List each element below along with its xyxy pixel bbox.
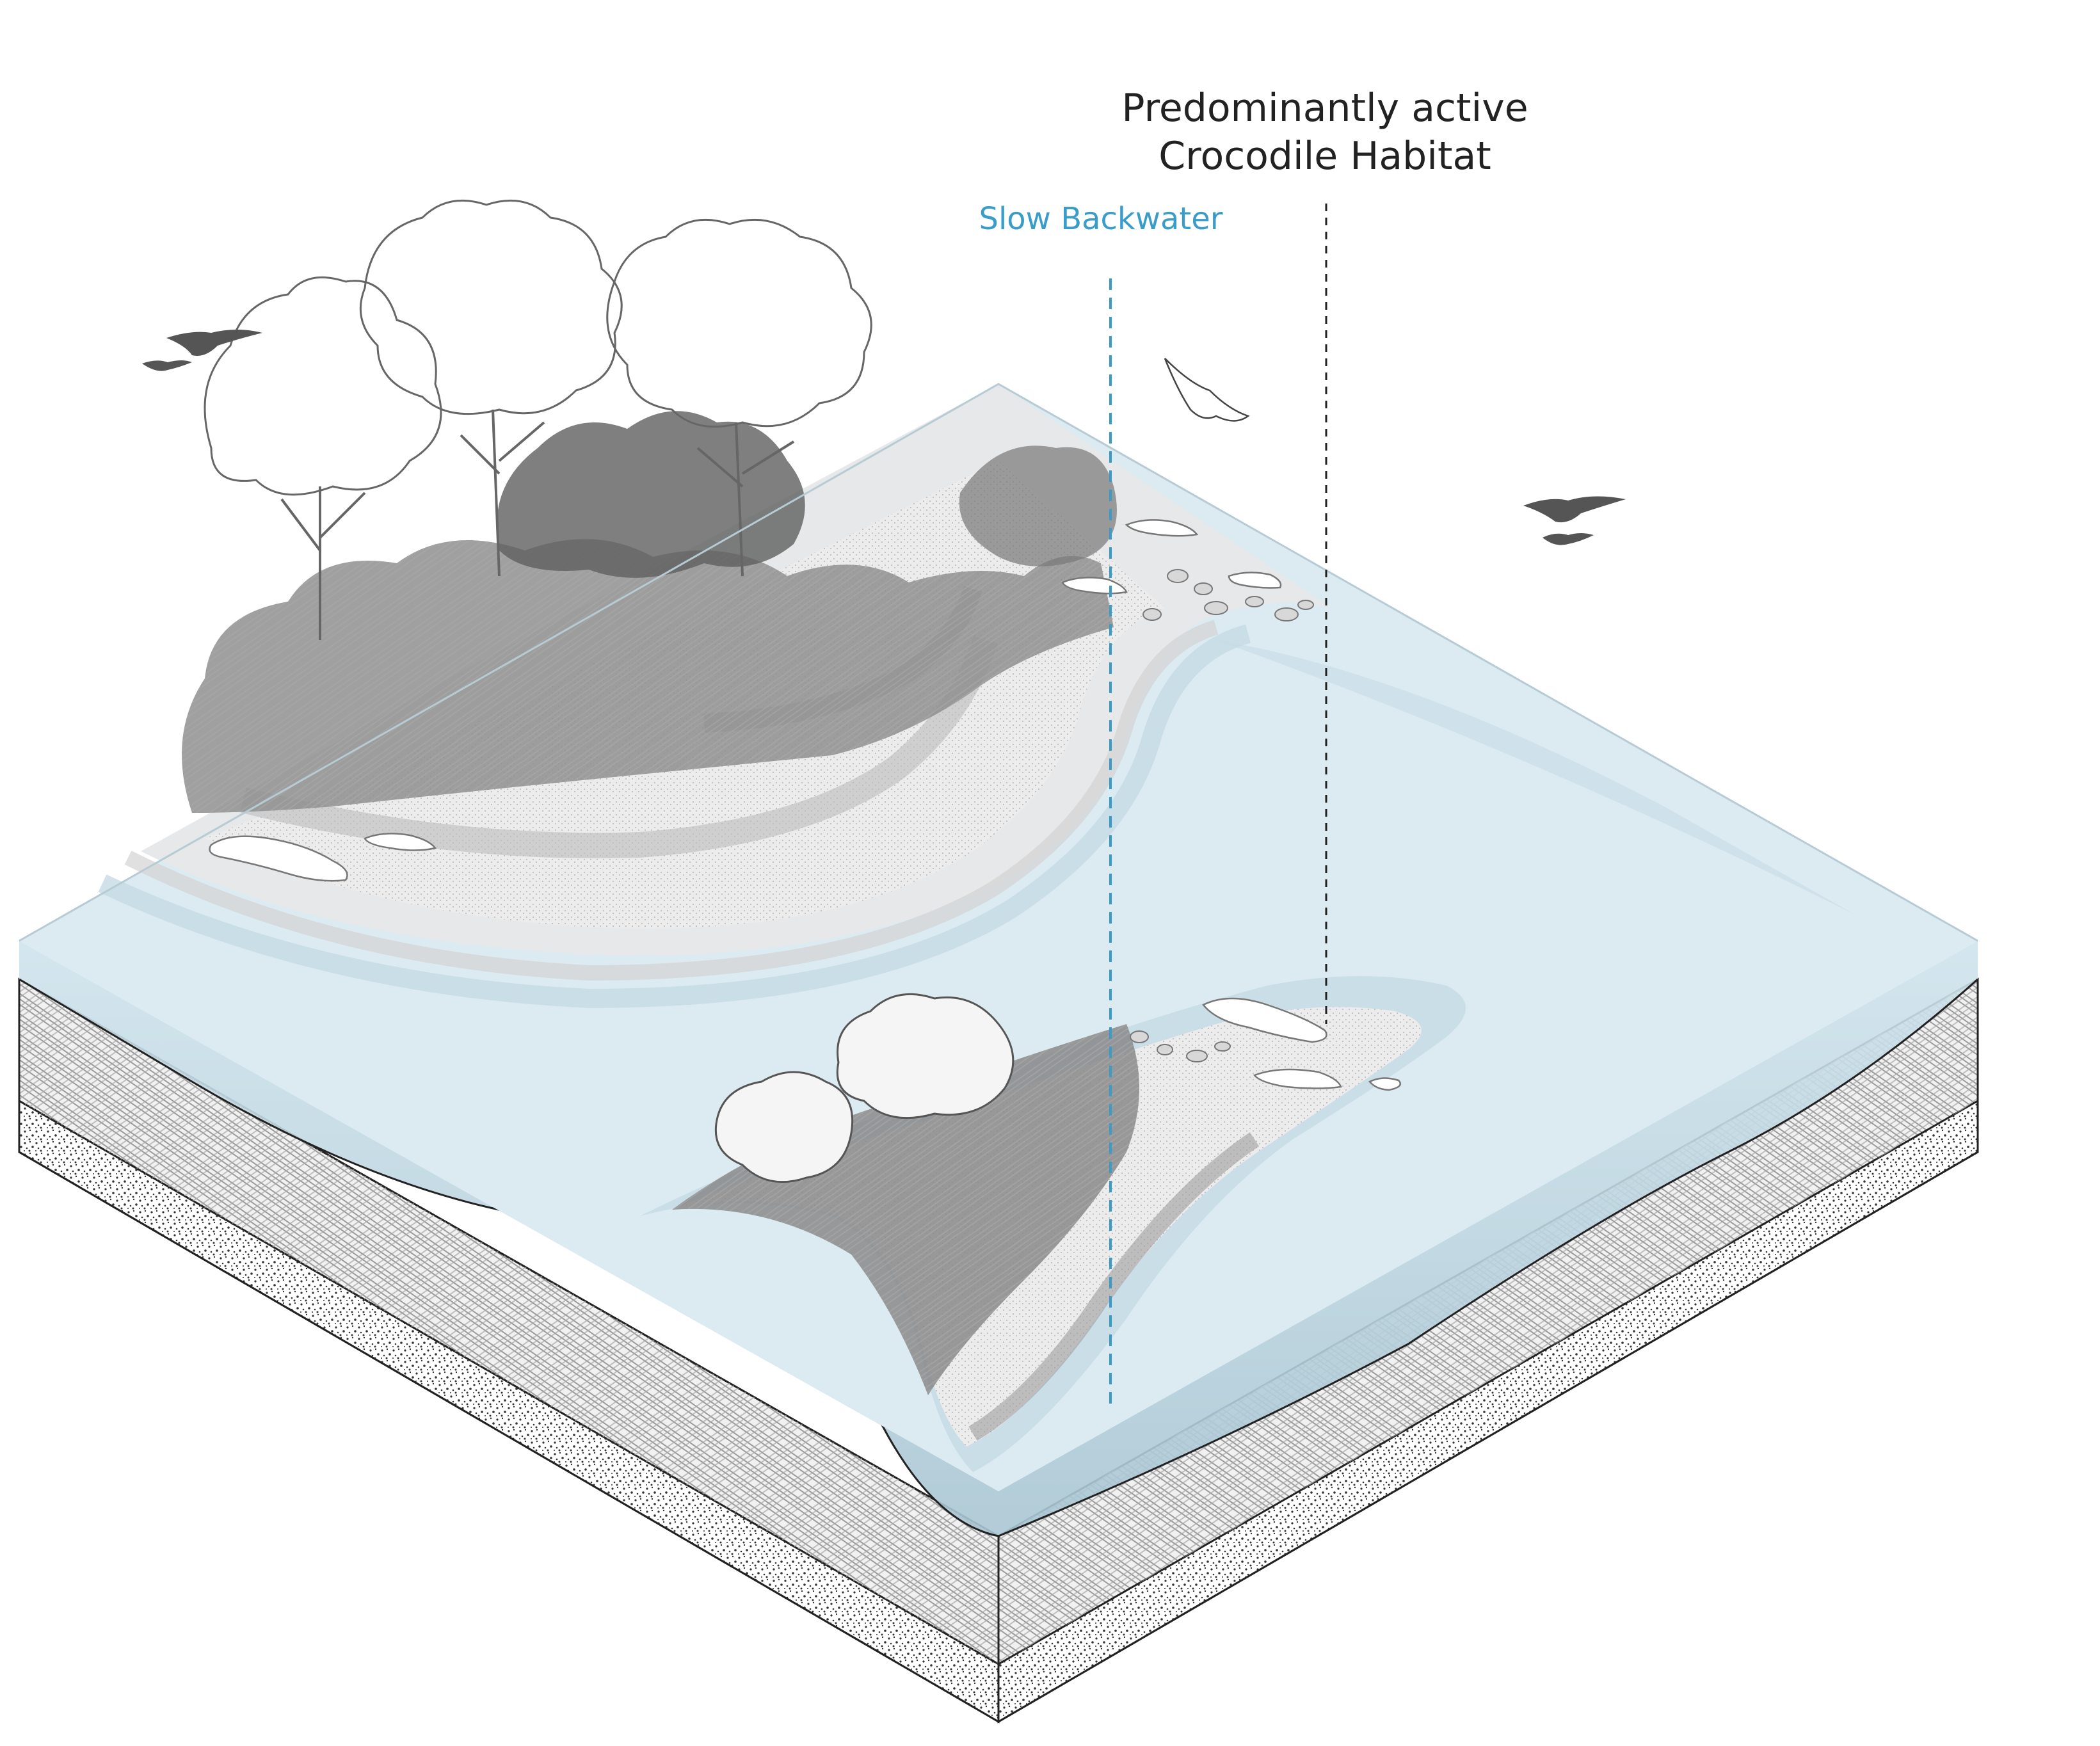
- bird-silhouette-icon: [166, 330, 262, 356]
- crocodile-habitat-label-line-1: Predominantly active: [1121, 86, 1528, 131]
- bird-outline-icon: [1164, 358, 1250, 422]
- birds: [142, 330, 1626, 545]
- crocodile-icon: [1228, 572, 1282, 589]
- island-tree-canopy-2: [714, 1071, 854, 1183]
- upper-shore-bands: [98, 620, 1251, 1009]
- upper-vegetation: [182, 411, 1117, 813]
- block-top-edge: [19, 383, 1978, 942]
- water-surface: [19, 384, 1978, 1491]
- crocodile-icon: [1202, 997, 1327, 1043]
- block-front-edges: [18, 979, 1979, 1723]
- crocodile-habitat-label: Predominantly active Crocodile Habitat: [1037, 84, 1613, 180]
- tree-outline-2: [359, 199, 623, 415]
- tree-outline-3: [606, 218, 872, 428]
- bird-silhouette-icon: [1523, 496, 1626, 523]
- island-tree-canopy: [836, 993, 1014, 1119]
- crocodile-habitat-label-line-2: Crocodile Habitat: [1158, 134, 1491, 179]
- crocodile-icon: [1368, 1077, 1402, 1091]
- left-soil-face: [18, 977, 1000, 1724]
- bird-silhouette-icon: [1543, 533, 1594, 545]
- lower-island: [640, 976, 1466, 1472]
- shore-rocks: [1130, 569, 1314, 1062]
- crocodile-icon: [1253, 1068, 1342, 1089]
- slow-backwater-label: Slow Backwater: [979, 201, 1223, 237]
- crocodile-icon: [1125, 519, 1199, 537]
- tree-outlines: [204, 199, 872, 640]
- bird-silhouette-icon: [142, 360, 192, 371]
- crocodile-icon: [209, 835, 348, 882]
- tree-outline-1: [204, 276, 442, 496]
- crocodile-icon: [364, 833, 437, 851]
